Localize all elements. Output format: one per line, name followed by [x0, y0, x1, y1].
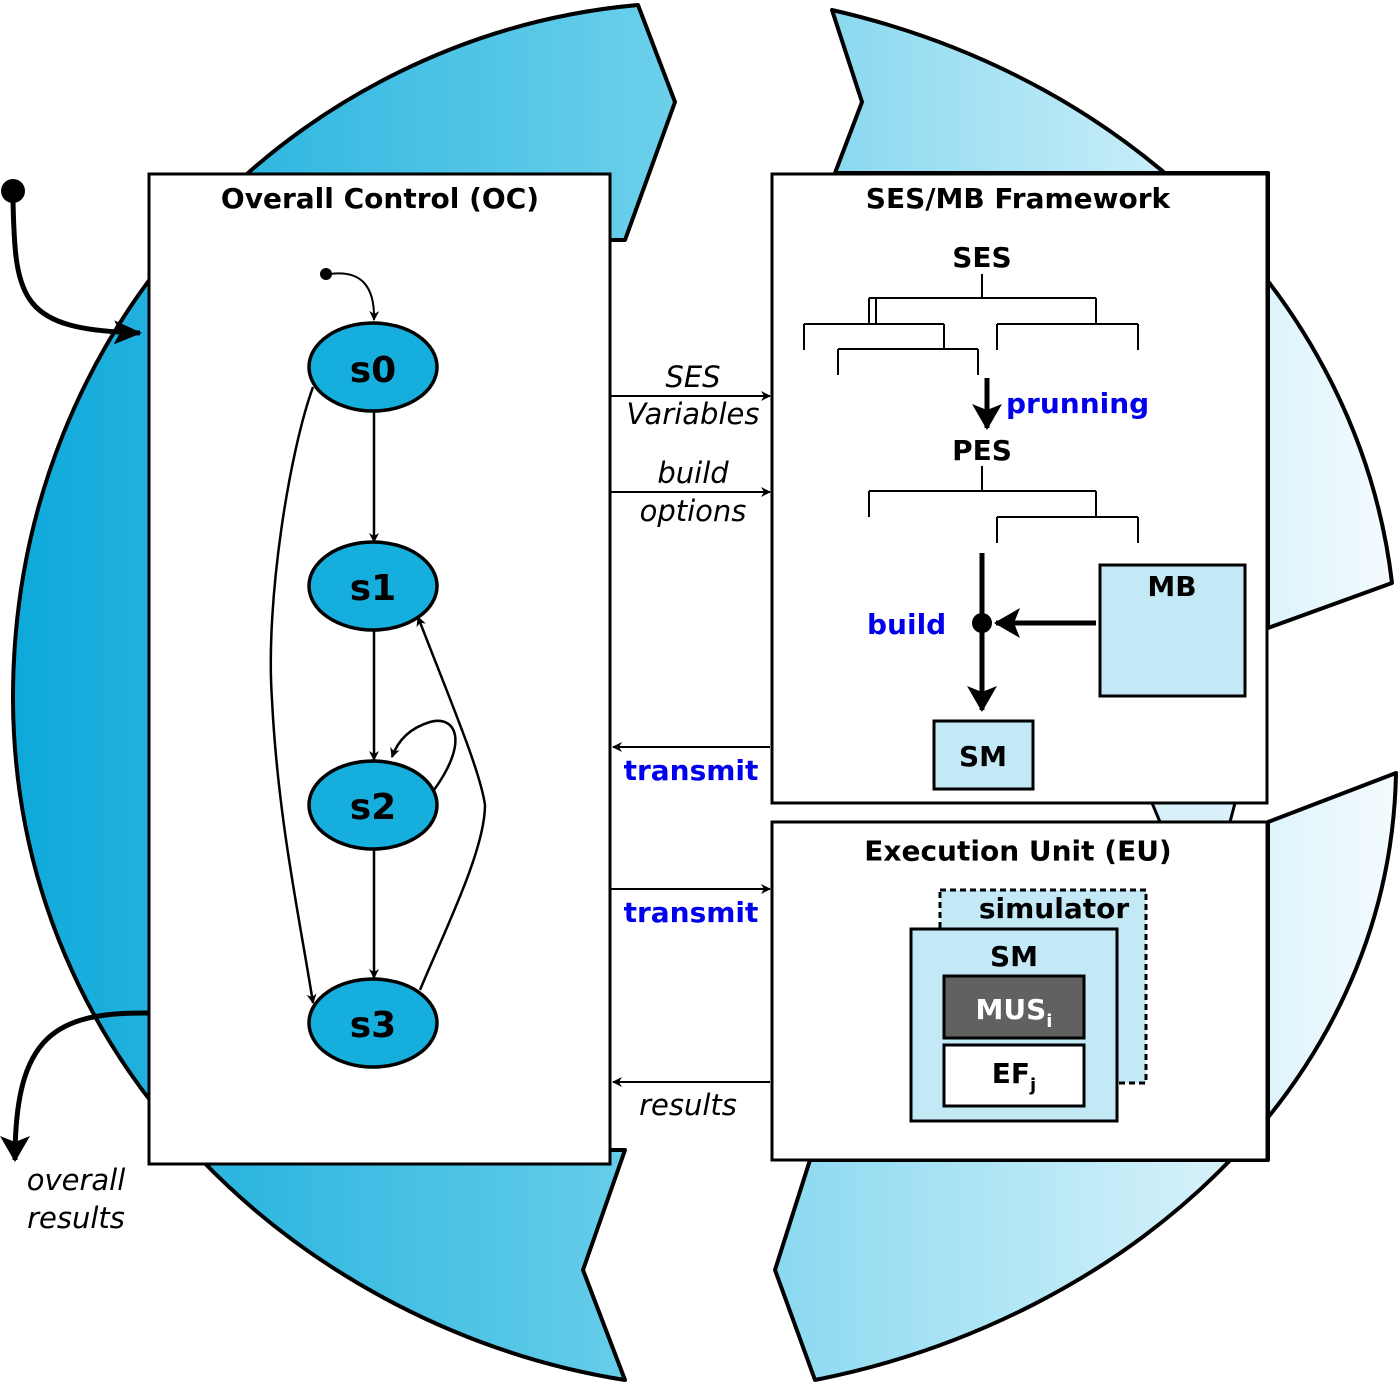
build-label: build: [867, 608, 946, 641]
overall-results-arrow: [0, 1010, 151, 1162]
start-arrow: [1, 179, 142, 345]
pes-tree: [868, 466, 1139, 543]
svg-text:MB: MB: [1147, 570, 1196, 603]
svg-text:SM: SM: [959, 740, 1007, 773]
edge-s2-self: [390, 719, 457, 791]
svg-text:Variables: Variables: [627, 397, 760, 431]
arc-right-bottom: [773, 771, 1398, 1382]
framework-title: SES/MB Framework: [866, 182, 1172, 215]
overall-results-line1: overall: [27, 1163, 126, 1197]
connection-ses-variables: SES Variables: [611, 360, 771, 431]
state-s3: s3: [307, 977, 439, 1069]
eu-title: Execution Unit (EU): [864, 835, 1171, 868]
start-dot: [1, 179, 25, 203]
pruning-label: prunning: [1006, 387, 1149, 420]
svg-text:s2: s2: [350, 787, 396, 828]
connection-build-options: build options: [611, 456, 771, 528]
svg-text:transmit: transmit: [624, 754, 759, 787]
svg-text:build: build: [657, 456, 729, 490]
oc-title: Overall Control (OC): [221, 182, 539, 215]
arc-left: [10, 3, 677, 1382]
connection-transmit-top: transmit: [612, 742, 770, 787]
state-s2: s2: [307, 759, 439, 851]
state-s1: s1: [307, 540, 439, 632]
execution-unit-panel: Execution Unit (EU) simulator SM MUSi EF…: [770, 820, 1269, 1162]
ses-label: SES: [952, 241, 1011, 274]
overall-results-line2: results: [27, 1201, 125, 1235]
pes-label: PES: [952, 434, 1012, 467]
state-s0: s0: [307, 321, 439, 413]
edge-s0-s3: [269, 386, 317, 1004]
svg-text:options: options: [640, 494, 747, 528]
ef-box: EFj: [942, 1043, 1086, 1108]
connection-results: results: [612, 1077, 770, 1122]
mus-box: MUSi: [942, 974, 1086, 1040]
connection-transmit-bottom: transmit: [611, 884, 771, 929]
svg-text:results: results: [639, 1088, 737, 1122]
svg-text:SES: SES: [665, 360, 720, 394]
edge-s3-s1: [416, 616, 487, 991]
svg-text:SM: SM: [990, 940, 1038, 973]
overall-control-panel: Overall Control (OC) s0 s1 s2 s3: [147, 172, 612, 1166]
mb-box: MB: [1098, 563, 1247, 698]
oc-initial-dot: [320, 268, 332, 280]
svg-text:MUSi: MUSi: [976, 993, 1053, 1032]
svg-text:s0: s0: [350, 350, 396, 391]
svg-text:transmit: transmit: [624, 896, 759, 929]
svg-text:s3: s3: [350, 1005, 396, 1046]
svg-text:simulator: simulator: [979, 892, 1129, 925]
arc-sliver: [1149, 801, 1237, 824]
ses-mb-framework-panel: SES/MB Framework SES prunning PES: [770, 172, 1269, 805]
ses-tree: [803, 274, 1139, 375]
build-junction: [972, 613, 992, 633]
background-cycle-arcs: [10, 3, 1398, 1382]
svg-text:EFj: EFj: [992, 1057, 1036, 1096]
sm-box-framework: SM: [932, 719, 1035, 791]
svg-text:s1: s1: [350, 568, 396, 609]
